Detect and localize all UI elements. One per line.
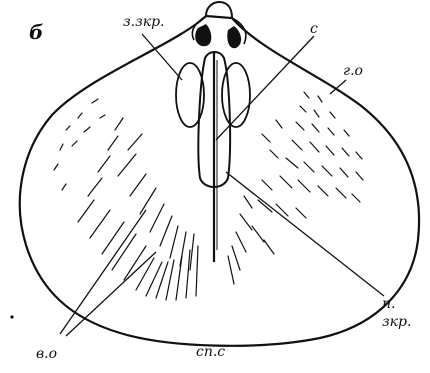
leader-zzkr — [142, 34, 182, 80]
label-sps: сп.с — [196, 345, 225, 359]
label-zkr: зкр. — [382, 315, 411, 329]
label-vo: в.о — [36, 347, 57, 361]
right-eye-spot — [227, 26, 241, 48]
left-eye-spot — [195, 24, 211, 46]
panel-letter: б — [29, 22, 43, 42]
left-hatching — [54, 99, 198, 300]
right-hatching — [228, 92, 363, 284]
leader-p-zkr — [226, 172, 384, 296]
label-p: п. — [382, 297, 395, 311]
leader-s — [216, 36, 314, 140]
label-s: с — [310, 22, 318, 36]
label-zzkr: з.зкр. — [123, 15, 165, 29]
small-dot — [10, 315, 13, 318]
leader-vo-2 — [66, 252, 156, 336]
leader-vo-1 — [60, 210, 146, 334]
label-go: г.о — [343, 64, 363, 78]
